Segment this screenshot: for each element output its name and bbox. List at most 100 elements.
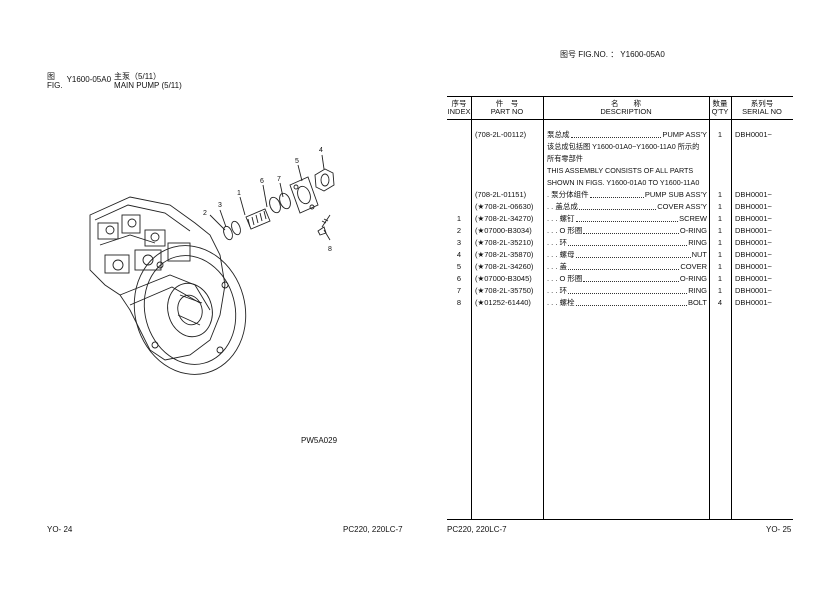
row-serial-no: DBH0001~ [735, 202, 772, 211]
row-qty: 1 [717, 274, 723, 283]
row-desc-en: COVER [680, 262, 707, 271]
left-page-number: YO- 24 [47, 525, 73, 534]
row-index: 7 [456, 286, 462, 295]
row-serial-no: DBH0001~ [735, 238, 772, 247]
callout-3: 3 [218, 202, 222, 209]
row-desc-cn: 泵总成 [547, 130, 570, 139]
figure-title-en: MAIN PUMP (5/11) [114, 81, 182, 90]
row-qty: 1 [717, 286, 723, 295]
row-part-no: (★07000-B3034) [475, 226, 532, 235]
fig-label-en: FIG. [47, 81, 63, 90]
callout-4: 4 [319, 147, 323, 154]
callout-8: 8 [328, 246, 332, 253]
leader-dots [568, 261, 680, 270]
row-desc-cn: . . . O 形圈 [547, 226, 583, 235]
table-row: SHOWN IN FIGS. Y1600-01A0 TO Y1600-11A0 [447, 177, 793, 189]
row-part-no: (★07000-B3045) [475, 274, 532, 283]
row-index: 8 [456, 298, 462, 307]
leader-dots [575, 297, 687, 306]
row-serial-no: DBH0001~ [735, 130, 772, 139]
row-serial-no: DBH0001~ [735, 226, 772, 235]
row-description: . . . 环 RING [547, 285, 707, 297]
row-desc-cn: . . . 环 [547, 286, 568, 295]
row-description: . . 盖总成 COVER ASS'Y [547, 201, 707, 213]
leader-dots [578, 201, 657, 210]
row-description: 泵总成 PUMP ASS'Y [547, 129, 707, 141]
row-qty: 4 [717, 298, 723, 307]
row-index: 3 [456, 238, 462, 247]
row-part-no: (★708-2L-34270) [475, 214, 534, 223]
assembly-note: SHOWN IN FIGS. Y1600-01A0 TO Y1600-11A0 [547, 178, 700, 187]
leader-dots [575, 249, 691, 258]
row-serial-no: DBH0001~ [735, 262, 772, 271]
left-page-model: PC220, 220LC-7 [343, 525, 403, 534]
row-desc-en: RING [688, 286, 707, 295]
assembly-note: 该总成包括图 Y1600-01A0~Y1600-11A0 所示的 [547, 142, 700, 151]
assembly-note: 所有零部件 [547, 154, 583, 163]
callout-5: 5 [295, 158, 299, 165]
figure-header: 图 FIG. Y1600-05A0 主泵（5/11） MAIN PUMP (5/… [47, 72, 182, 90]
row-qty: 1 [717, 130, 723, 139]
row-qty: 1 [717, 238, 723, 247]
row-part-no: (★708-2L-34260) [475, 262, 534, 271]
row-desc-cn: . 泵分体组件 [547, 190, 589, 199]
row-qty: 1 [717, 214, 723, 223]
leader-dots [570, 129, 662, 138]
callout-2: 2 [203, 210, 207, 217]
row-qty: 1 [717, 262, 723, 271]
table-row: 该总成包括图 Y1600-01A0~Y1600-11A0 所示的 [447, 141, 793, 153]
row-desc-en: O-RING [679, 274, 707, 283]
row-part-no: (708-2L-01151) [475, 190, 527, 199]
row-serial-no: DBH0001~ [735, 214, 772, 223]
row-description: . . . 螺母 NUT [547, 249, 707, 261]
row-part-no: (708-2L-00112) [475, 130, 527, 139]
row-part-no: (★708-2L-35210) [475, 238, 534, 247]
leader-dots [583, 273, 679, 282]
right-page-number: YO- 25 [766, 525, 792, 534]
row-desc-en: NUT [691, 250, 707, 259]
row-desc-en: COVER ASS'Y [657, 202, 707, 211]
diagram-id: PW5A029 [301, 436, 338, 445]
row-index: 5 [456, 262, 462, 271]
leader-dots [575, 213, 679, 222]
row-part-no: (★708-2L-35750) [475, 286, 534, 295]
row-desc-en: PUMP ASS'Y [662, 130, 707, 139]
right-fig-header: 图号 FIG.NO. ： Y1600-05A0 [560, 50, 665, 59]
row-desc-en: PUMP SUB ASS'Y [644, 190, 707, 199]
leader-dots [568, 285, 688, 294]
row-qty: 1 [717, 250, 723, 259]
row-serial-no: DBH0001~ [735, 250, 772, 259]
row-desc-cn: . . . 螺母 [547, 250, 575, 259]
leader-dots [589, 189, 644, 198]
row-desc-cn: . . . 环 [547, 238, 568, 247]
row-index: 4 [456, 250, 462, 259]
row-desc-cn: . . 盖总成 [547, 202, 578, 211]
right-page-model: PC220, 220LC-7 [447, 525, 507, 534]
row-part-no: (★708-2L-35870) [475, 250, 534, 259]
row-serial-no: DBH0001~ [735, 190, 772, 199]
row-part-no: (★708-2L-06630) [475, 202, 534, 211]
pump-exploded-diagram: 1 2 3 4 5 6 7 8 [89, 147, 335, 375]
row-serial-no: DBH0001~ [735, 274, 772, 283]
fig-label-cn: 图 [47, 72, 55, 81]
row-qty: 1 [717, 226, 723, 235]
row-desc-en: BOLT [687, 298, 707, 307]
row-desc-cn: . . . 螺钉 [547, 214, 575, 223]
callout-7: 7 [277, 176, 281, 183]
table-row: 所有零部件 [447, 153, 793, 165]
